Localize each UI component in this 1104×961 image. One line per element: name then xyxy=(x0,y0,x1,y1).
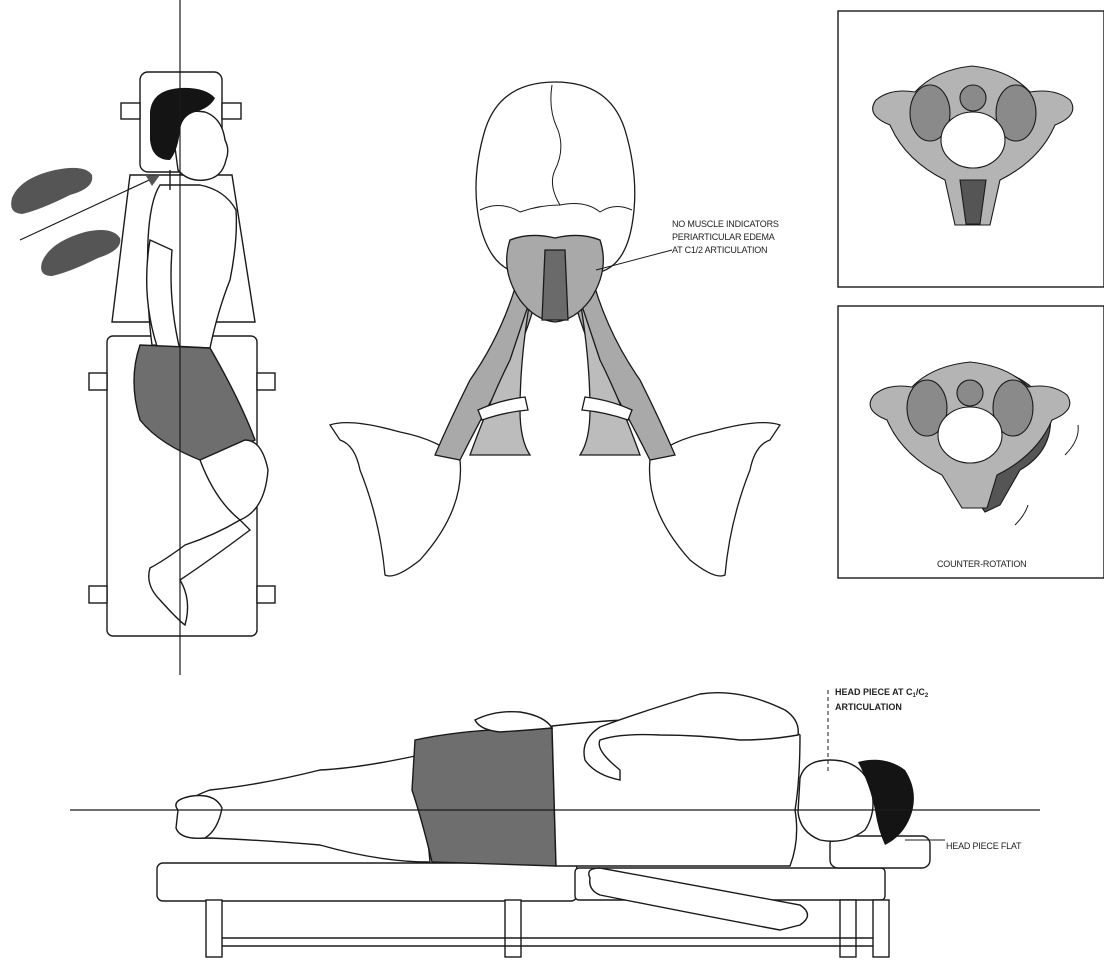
cervical-spine xyxy=(542,250,568,320)
footprints-icon xyxy=(11,168,120,276)
periarticular-edema-label: PERIARTICULAR EDEMA xyxy=(672,232,775,242)
shorts xyxy=(412,728,556,866)
c1-c2-articulation-label: AT C1/2 ARTICULATION xyxy=(672,245,767,255)
head-piece-flat-label: HEAD PIECE FLAT xyxy=(946,841,1022,851)
head-piece-at-label: HEAD PIECE AT C1/C2 xyxy=(835,687,929,699)
table-leg xyxy=(505,900,521,957)
table-leg xyxy=(840,900,856,957)
table-handle xyxy=(222,103,241,119)
head-piece xyxy=(830,836,930,868)
side-lying-figure-panel xyxy=(157,693,930,957)
face xyxy=(798,760,873,841)
skull-and-neck-panel xyxy=(330,82,780,576)
table-top xyxy=(157,863,577,901)
table-handle xyxy=(89,586,107,603)
table-handle xyxy=(257,373,275,390)
counter-rotation-label: COUNTER-ROTATION xyxy=(937,559,1026,569)
table-handle xyxy=(89,373,107,390)
muscle-indicators-label: NO MUSCLE INDICATORS xyxy=(672,219,779,229)
top-view-figure-panel xyxy=(89,72,275,636)
table-handle xyxy=(257,586,275,603)
table-handle xyxy=(121,103,140,119)
table-leg xyxy=(206,900,222,957)
table-leg xyxy=(873,900,889,957)
hand-on-hip xyxy=(475,712,552,732)
articulation-label: ARTICULATION xyxy=(835,702,902,712)
